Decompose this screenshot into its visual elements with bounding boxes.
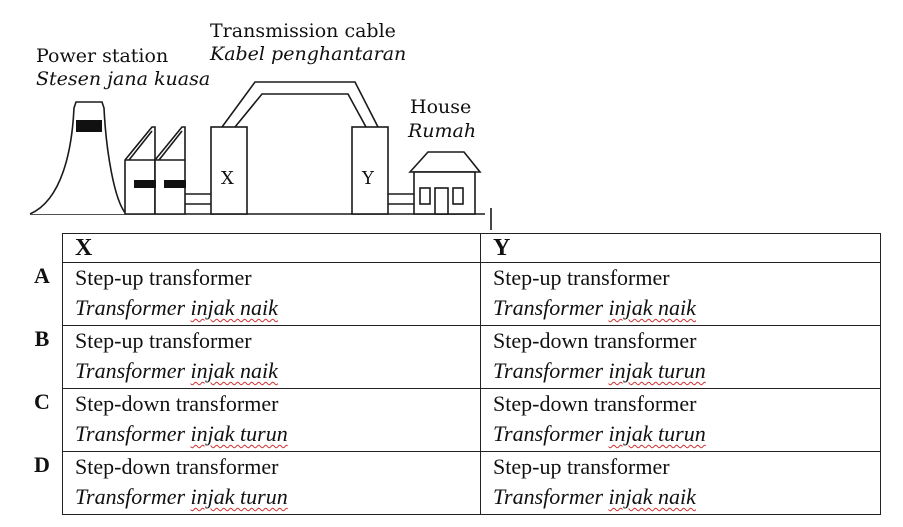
- option-a-y-cell: Step-up transformer Transformer injak na…: [480, 262, 881, 326]
- transformer-y: [351, 126, 389, 215]
- option-b-y-cell: Step-down transformer Transformer injak …: [480, 325, 881, 389]
- house-roof: [408, 151, 482, 173]
- factory-window-2: [164, 180, 186, 188]
- cell-malay: Transformer injak turun: [493, 421, 706, 446]
- factory-window-1: [134, 180, 156, 188]
- transformer-x: [210, 126, 248, 215]
- transformer-x-label: X: [221, 168, 234, 189]
- option-b-x-cell: Step-up transformer Transformer injak na…: [62, 325, 481, 389]
- cooling-tower: [29, 101, 127, 215]
- transmission-cable-outer: [221, 81, 379, 128]
- house-door: [434, 187, 449, 215]
- transformer-y-label: Y: [362, 168, 374, 189]
- cell-english: Step-down transformer: [493, 328, 697, 353]
- transmission-cable-inner: [234, 93, 367, 128]
- cell-english: Step-up transformer: [75, 328, 252, 353]
- transmission-cable-label: Transmission cable: [210, 20, 396, 42]
- cell-english: Step-up transformer: [75, 265, 252, 290]
- factory-building-2: [154, 126, 186, 215]
- cooling-tower-band: [76, 120, 102, 132]
- cell-english: Step-up transformer: [493, 265, 670, 290]
- option-a-x-cell: Step-up transformer Transformer injak na…: [62, 262, 481, 326]
- table-header-row: X Y: [22, 233, 881, 263]
- cell-malay: Transformer injak turun: [75, 421, 288, 446]
- option-row-a[interactable]: A Step-up transformer Transformer injak …: [22, 262, 881, 326]
- cell-english: Step-down transformer: [75, 454, 279, 479]
- house-window-2: [452, 187, 464, 205]
- factory-building-1-roof: [128, 130, 153, 161]
- cell-malay: Transformer injak naik: [493, 295, 696, 320]
- column-header-y: Y: [480, 233, 881, 263]
- house-label-malay: Rumah: [408, 120, 477, 142]
- cell-english: Step-down transformer: [75, 391, 279, 416]
- cell-malay: Transformer injak naik: [75, 358, 278, 383]
- options-table: X Y A Step-up transformer Transformer in…: [22, 233, 881, 515]
- house-window-1: [419, 187, 431, 205]
- cell-malay: Transformer injak naik: [75, 295, 278, 320]
- factory-building-1: [124, 126, 156, 215]
- cell-malay: Transformer injak turun: [493, 358, 706, 383]
- option-row-d[interactable]: D Step-down transformer Transformer inja…: [22, 451, 881, 515]
- option-row-b[interactable]: B Step-up transformer Transformer injak …: [22, 325, 881, 389]
- house-label: House: [410, 96, 472, 118]
- transmission-cable-label-malay: Kabel penghantaran: [210, 43, 407, 65]
- option-d-y-cell: Step-up transformer Transformer injak na…: [480, 451, 881, 515]
- option-row-c[interactable]: C Step-down transformer Transformer inja…: [22, 388, 881, 452]
- option-letter: A: [34, 262, 50, 288]
- factory-building-2-roof: [158, 130, 183, 161]
- option-c-x-cell: Step-down transformer Transformer injak …: [62, 388, 481, 452]
- cell-english: Step-up transformer: [493, 454, 670, 479]
- cell-malay: Transformer injak turun: [75, 484, 288, 509]
- cell-malay: Transformer injak naik: [493, 484, 696, 509]
- power-station-label: Power station: [36, 45, 169, 67]
- option-letter: D: [34, 451, 50, 477]
- column-header-x: X: [62, 233, 481, 263]
- cell-english: Step-down transformer: [493, 391, 697, 416]
- option-letter: C: [34, 388, 50, 414]
- option-d-x-cell: Step-down transformer Transformer injak …: [62, 451, 481, 515]
- option-letter: B: [34, 325, 50, 351]
- power-station-label-malay: Stesen jana kuasa: [36, 68, 211, 90]
- power-transmission-diagram: [29, 81, 492, 230]
- option-c-y-cell: Step-down transformer Transformer injak …: [480, 388, 881, 452]
